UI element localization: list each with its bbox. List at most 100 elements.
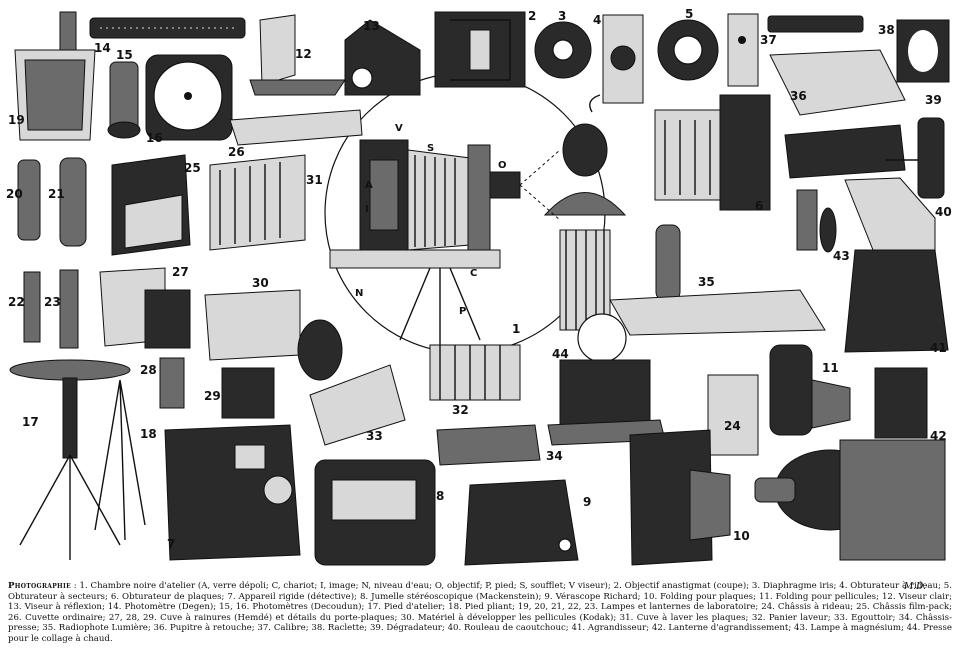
figure-number-30: 30 <box>252 276 269 290</box>
studio-stand-17-illustration <box>9 359 131 560</box>
enlarging-lantern-42-illustration <box>754 367 946 561</box>
camera-letter-I: I <box>365 204 369 215</box>
figure-number-12: 12 <box>295 47 312 61</box>
figure-number-20: 20 <box>6 187 23 201</box>
plate-rack-29-illustration <box>221 367 275 419</box>
gauge-37-illustration <box>727 13 759 87</box>
lamp-23-illustration <box>59 269 79 349</box>
figure-number-44: 44 <box>552 347 569 361</box>
figure-number-3: 3 <box>558 9 566 23</box>
figure-number-40: 40 <box>935 205 952 219</box>
figure-numbers: 1 2 3 4 5 6 7 8 9 10 11 12 13 14 15 16 1… <box>6 7 952 551</box>
figure-number-13: 13 <box>363 19 380 33</box>
photometer-15-illustration <box>107 61 141 139</box>
camera-letter-P: P <box>459 306 466 317</box>
viewfinder-12-illustration <box>249 14 346 96</box>
figure-number-2: 2 <box>528 9 536 23</box>
lantern-21-illustration <box>59 157 87 247</box>
figure-number-4: 4 <box>593 13 601 27</box>
tray-26-illustration <box>229 109 363 146</box>
camera-letter-O: O <box>498 160 507 171</box>
viewfinder-13-illustration <box>344 19 421 96</box>
figure-number-8: 8 <box>436 489 444 503</box>
roller-blind-shutter-4-illustration <box>589 14 644 113</box>
printing-frame-34-illustration <box>436 424 541 466</box>
figure-number-22: 22 <box>8 295 25 309</box>
camera-letter-A: A <box>365 180 373 191</box>
magnesium-lamp-43-illustration <box>796 189 837 253</box>
figure-number-9: 9 <box>583 495 591 509</box>
engraving-plate: A I V S O C N P <box>6 7 952 566</box>
photometer-14-illustration <box>89 17 246 39</box>
figure-number-15: 15 <box>116 48 133 62</box>
figure-number-5: 5 <box>685 7 693 21</box>
figure-number-16: 16 <box>146 131 163 145</box>
figure-number-29: 29 <box>204 389 221 403</box>
photometer-16-illustration <box>145 54 233 141</box>
rubber-roller-40-illustration <box>885 117 945 199</box>
verascope-9-illustration <box>464 479 579 566</box>
plate-shutter-6-illustration <box>654 94 771 211</box>
lamp-22-illustration <box>23 271 41 343</box>
artist-signature: M.D. <box>904 582 926 592</box>
figure-number-14: 14 <box>94 41 111 55</box>
film-pack-holder-25-illustration <box>111 154 191 256</box>
camera-letter-N: N <box>355 288 363 299</box>
figure-number-17: 17 <box>22 415 39 429</box>
camera-letter-C: C <box>470 268 477 279</box>
lantern-20-illustration <box>17 159 41 241</box>
camera-letter-V: V <box>395 123 403 134</box>
kodak-developing-30-illustration <box>204 289 343 381</box>
figure-number-21: 21 <box>48 187 65 201</box>
figure-number-43: 43 <box>833 249 850 263</box>
iris-diaphragm-3-illustration <box>534 21 592 79</box>
figure-number-18: 18 <box>140 427 157 441</box>
figure-number-6: 6 <box>755 199 763 213</box>
figure-number-11: 11 <box>822 361 839 375</box>
caption-title: Photographie <box>8 581 71 591</box>
lantern-19-illustration <box>14 11 96 141</box>
stereo-binocular-8-illustration <box>314 459 436 566</box>
figure-number-28: 28 <box>140 363 157 377</box>
figure-number-33: 33 <box>366 429 383 443</box>
figure-number-37: 37 <box>760 33 777 47</box>
detective-camera-7-illustration <box>164 424 301 561</box>
lens-cutaway-2-illustration <box>434 11 526 88</box>
figure-number-32: 32 <box>452 403 469 417</box>
figure-number-31: 31 <box>306 173 323 187</box>
figure-number-27: 27 <box>172 265 189 279</box>
retouching-desk-36-illustration <box>769 49 906 179</box>
figure-number-38: 38 <box>878 23 895 37</box>
vignetter-39-illustration <box>896 19 950 83</box>
figure-number-25: 25 <box>184 161 201 175</box>
figure-number-36: 36 <box>790 89 807 103</box>
enlarger-41-illustration <box>844 177 949 353</box>
figure-number-7: 7 <box>167 537 175 551</box>
figure-number-42: 42 <box>930 429 947 443</box>
washing-tank-31-illustration <box>209 154 306 251</box>
plate-folding-10-illustration <box>629 429 731 566</box>
washing-basket-32-illustration <box>429 344 521 401</box>
figure-number-1: 1 <box>512 322 520 336</box>
studio-camera-illustration: A I V S O C N P <box>324 72 627 354</box>
plate-caption: Photographie : 1. Chambre noire d'atelie… <box>8 581 952 645</box>
camera-letter-S: S <box>427 143 434 154</box>
figure-number-39: 39 <box>925 93 942 107</box>
figure-number-23: 23 <box>44 295 61 309</box>
figure-number-19: 19 <box>8 113 25 127</box>
folding-tripod-18-illustration <box>94 379 146 541</box>
hot-mounting-press-44-illustration <box>547 313 666 446</box>
radiophote-35-illustration <box>609 224 826 336</box>
squeegee-38-illustration <box>767 15 864 33</box>
figure-number-35: 35 <box>698 275 715 289</box>
sector-shutter-5-illustration <box>657 19 719 81</box>
plate-holder-28-illustration <box>159 357 185 409</box>
roll-film-folding-11-illustration <box>769 344 851 436</box>
figure-number-34: 34 <box>546 449 563 463</box>
caption-text: : 1. Chambre noire d'atelier (A, verre d… <box>8 581 952 644</box>
roller-blind-holder-24-illustration <box>707 374 759 456</box>
grooved-tank-27-illustration <box>99 267 191 349</box>
draining-rack-33-illustration <box>309 364 406 446</box>
figure-number-24: 24 <box>724 419 741 433</box>
figure-number-26: 26 <box>228 145 245 159</box>
